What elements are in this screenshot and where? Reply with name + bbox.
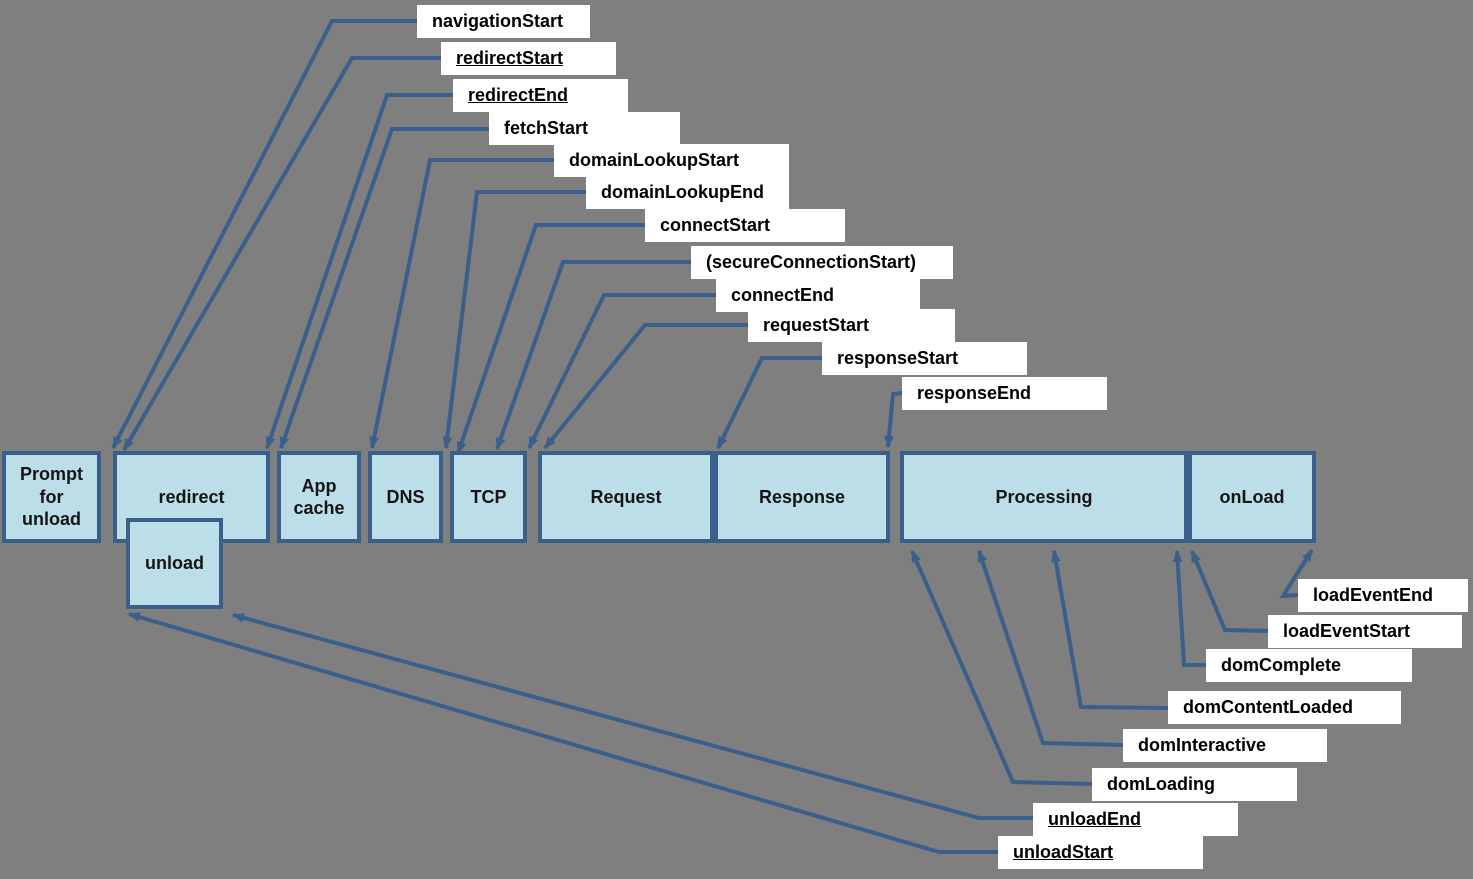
event-label-domComplete: domComplete xyxy=(1206,649,1412,682)
timeline-box-label: Prompt for unload xyxy=(20,464,83,530)
timeline-box-label: onLoad xyxy=(1219,486,1285,507)
timeline-box-label: unload xyxy=(145,553,204,574)
event-label-requestStart: requestStart xyxy=(748,309,955,342)
event-label-navigationStart: navigationStart xyxy=(417,5,590,38)
connector-domInteractive xyxy=(977,550,1124,747)
connector-loadEventStart xyxy=(1190,550,1269,633)
event-label-responseEnd: responseEnd xyxy=(902,377,1107,410)
timeline-box-label: redirect xyxy=(158,486,225,507)
event-label-secureConnectionStart: (secureConnectionStart) xyxy=(691,246,953,279)
connector-redirectEnd xyxy=(265,93,453,449)
connector-domContentLoaded xyxy=(1050,550,1169,710)
timeline-box-response: Response xyxy=(714,451,890,543)
connector-connectStart xyxy=(456,223,645,454)
connector-requestStart xyxy=(543,323,748,450)
connector-responseEnd xyxy=(884,391,903,448)
timeline-box-onload: onLoad xyxy=(1188,451,1316,543)
connector-connectEnd xyxy=(527,293,716,449)
connector-domLoading xyxy=(910,550,1093,786)
timeline-box-label: Request xyxy=(590,486,662,507)
connector-domComplete xyxy=(1172,550,1206,667)
timeline-box-label: Response xyxy=(758,486,846,507)
timeline-box-label: TCP xyxy=(470,486,507,507)
timeline-box-app-cache: App cache xyxy=(277,451,361,543)
connector-unloadStart xyxy=(128,612,998,854)
event-label-redirectStart: redirectStart xyxy=(441,42,616,75)
event-label-fetchStart: fetchStart xyxy=(489,112,680,145)
timeline-box-dns: DNS xyxy=(368,451,443,543)
connector-redirectStart xyxy=(122,56,441,452)
event-label-connectStart: connectStart xyxy=(645,209,845,242)
connector-domainLookupStart xyxy=(369,158,554,449)
event-label-domainLookupEnd: domainLookupEnd xyxy=(586,176,789,209)
event-label-domContentLoaded: domContentLoaded xyxy=(1168,691,1401,724)
connector-fetchStart xyxy=(279,127,489,449)
connector-responseStart xyxy=(716,356,822,449)
timeline-box-unload: unload xyxy=(126,518,223,609)
event-label-connectEnd: connectEnd xyxy=(716,279,920,312)
timeline-box-tcp: TCP xyxy=(450,451,527,543)
timeline-box-prompt-for-unload: Prompt for unload xyxy=(2,451,101,543)
event-label-domInteractive: domInteractive xyxy=(1123,729,1327,762)
event-label-redirectEnd: redirectEnd xyxy=(453,79,628,112)
connector-unloadEnd xyxy=(232,613,1033,820)
timeline-box-label: DNS xyxy=(386,486,425,507)
event-label-domLoading: domLoading xyxy=(1092,768,1297,801)
connector-navigationStart xyxy=(111,19,417,449)
timeline-box-processing: Processing xyxy=(900,451,1188,543)
event-label-domainLookupStart: domainLookupStart xyxy=(554,144,789,177)
event-label-unloadEnd: unloadEnd xyxy=(1033,803,1238,836)
connector-domainLookupEnd xyxy=(442,190,586,449)
connector-secureConnectionStart xyxy=(495,260,691,450)
event-label-responseStart: responseStart xyxy=(822,342,1027,375)
event-label-unloadStart: unloadStart xyxy=(998,836,1203,869)
timeline-box-request: Request xyxy=(538,451,714,543)
event-label-loadEventStart: loadEventStart xyxy=(1268,615,1462,648)
event-label-loadEventEnd: loadEventEnd xyxy=(1298,579,1468,612)
timeline-box-label: Processing xyxy=(995,486,1093,507)
timeline-box-label: App cache xyxy=(293,475,345,519)
